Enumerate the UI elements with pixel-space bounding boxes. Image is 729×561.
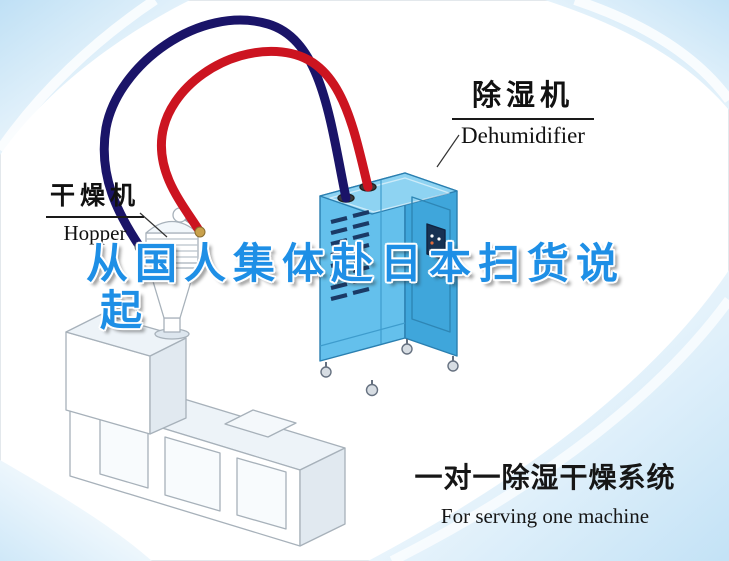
caster-wheels — [320, 343, 459, 397]
hopper-cone — [148, 267, 196, 319]
dehumidifier-label-zh: 除湿机 — [452, 72, 594, 120]
swoosh-top-right-band — [573, 0, 729, 103]
swoosh-top-right — [545, 0, 729, 110]
extruder-head-top — [65, 313, 187, 357]
loader-ribs — [146, 238, 198, 258]
cabinet-top-face — [319, 172, 458, 215]
machine-panel-door — [164, 436, 221, 512]
cabinet-door-seam — [411, 196, 451, 333]
panel-knob — [437, 271, 445, 279]
caption: 一对一除湿干燥系统 For serving one machine — [395, 456, 695, 529]
hopper-label: 干燥机 Hopper — [46, 176, 144, 246]
cabinet-kick-line — [319, 322, 406, 347]
caster-wheel — [320, 366, 332, 378]
supply-hose-red — [156, 46, 373, 237]
machine-panel-door — [236, 457, 287, 530]
hopper-label-zh: 干燥机 — [46, 176, 144, 218]
caster-wheel — [365, 383, 379, 397]
caption-zh: 一对一除湿干燥系统 — [414, 462, 676, 493]
panel-knob — [429, 268, 437, 276]
dehumidifier-label-en: Dehumidifier — [461, 123, 585, 148]
leader-line-dehumidifier — [436, 134, 460, 168]
swoosh-top-left-band — [0, 0, 158, 153]
panel-button — [437, 237, 441, 241]
leader-line-hopper — [139, 212, 168, 238]
hopper-label-en: Hopper — [63, 221, 127, 245]
vent-grille — [330, 210, 370, 301]
hose-fitting-brass — [194, 226, 206, 238]
caster-stems — [325, 339, 454, 385]
overlay-title-line2: 起 — [100, 287, 150, 335]
swoosh-bottom-right — [368, 270, 729, 561]
machine-top-hatch — [224, 409, 297, 438]
panel-button — [430, 234, 434, 238]
overlay-title-line1: 从国人集体赴日本扫货说 — [86, 240, 626, 287]
caption-en: For serving one machine — [440, 504, 650, 528]
return-hose-navy — [99, 15, 351, 252]
overlay-title: 从国人集体赴日本扫货说 起 — [86, 240, 666, 334]
cabinet-top-rim — [329, 177, 450, 213]
swoosh-bottom-right-band — [389, 297, 729, 561]
hose-fitting-gray — [134, 241, 146, 253]
caster-wheel — [447, 360, 459, 372]
swoosh-bottom-left — [0, 460, 152, 561]
extruder-machine — [65, 313, 346, 547]
panel-indicator — [430, 241, 434, 245]
swoosh-top-left — [0, 0, 190, 155]
control-panel — [426, 223, 446, 261]
dehumidifier-cabinet — [319, 172, 459, 397]
hopper-loader — [145, 207, 199, 340]
dehumidifier-label: 除湿机 Dehumidifier — [452, 72, 594, 149]
caster-wheel — [401, 343, 413, 355]
machine-end-face — [299, 447, 346, 547]
